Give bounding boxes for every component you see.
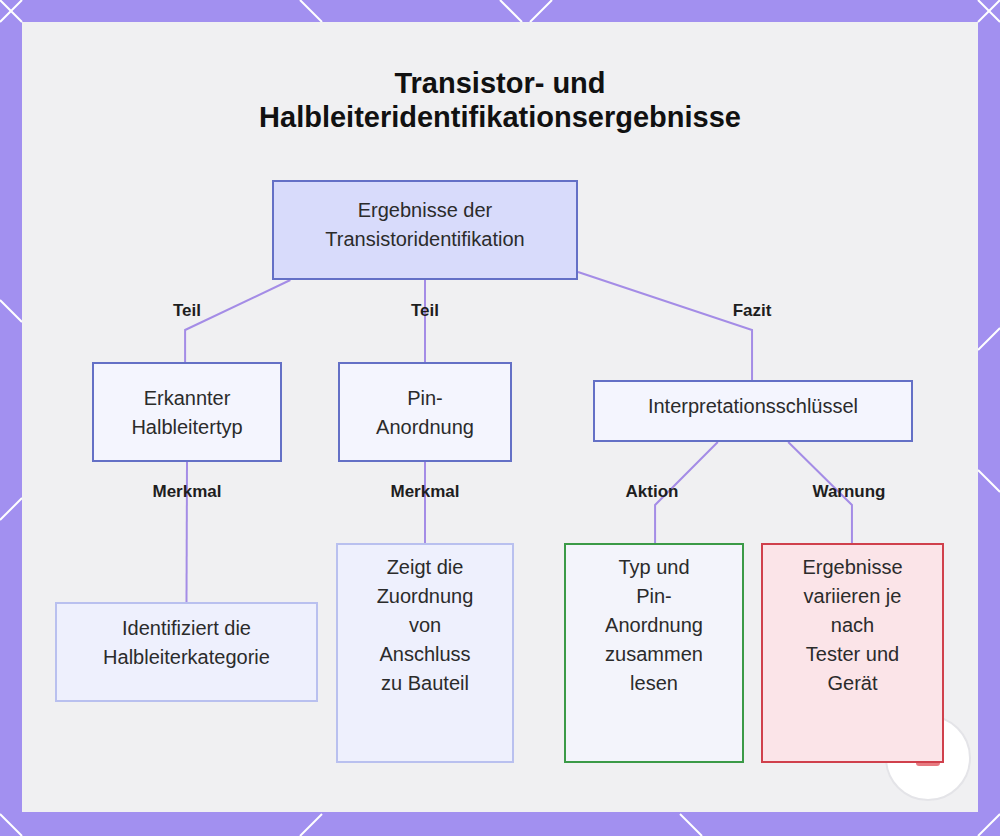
feature-box: Identifiziert die Halbleiterkategorie <box>55 602 318 702</box>
part-box: Erkannter Halbleitertyp <box>92 362 282 462</box>
edge-label: Teil <box>173 301 201 321</box>
canvas-haze <box>22 22 978 812</box>
action-box: Typ und Pin- Anordnung zusammen lesen <box>564 543 744 763</box>
node-text: Erkannter Halbleitertyp <box>107 384 267 442</box>
node-text: Pin- Anordnung <box>370 384 480 442</box>
edge-label: Fazit <box>733 301 772 321</box>
connector-line <box>185 280 290 362</box>
warning-box: Ergebnisse variieren je nach Tester und … <box>761 543 944 763</box>
node-text: Typ und Pin- Anordnung zusammen lesen <box>602 553 706 698</box>
edge-label: Merkmal <box>153 482 222 502</box>
canvas <box>22 22 978 812</box>
diagram-title: Transistor- und Halbleiteridentifikation… <box>200 66 800 134</box>
edge-label: Merkmal <box>391 482 460 502</box>
connector-line <box>424 462 426 543</box>
connector-line <box>578 272 752 380</box>
edge-label: Teil <box>411 301 439 321</box>
node-text: Identifiziert die Halbleiterkategorie <box>67 614 307 672</box>
conclusion-box: Interpretationsschlüssel <box>593 380 913 442</box>
connector-line <box>424 280 426 362</box>
node-text: Interpretationsschlüssel <box>603 392 903 421</box>
feature-box: Zeigt die Zuordnung von Anschluss zu Bau… <box>336 543 514 763</box>
edge-label: Warnung <box>812 482 885 502</box>
edge-label: Aktion <box>626 482 679 502</box>
node-text: Ergebnisse der Transistoridentifikation <box>285 196 565 254</box>
node-text: Zeigt die Zuordnung von Anschluss zu Bau… <box>373 553 477 698</box>
part-box: Pin- Anordnung <box>338 362 512 462</box>
root-box: Ergebnisse der Transistoridentifikation <box>272 180 578 280</box>
node-text: Ergebnisse variieren je nach Tester und … <box>802 553 904 698</box>
